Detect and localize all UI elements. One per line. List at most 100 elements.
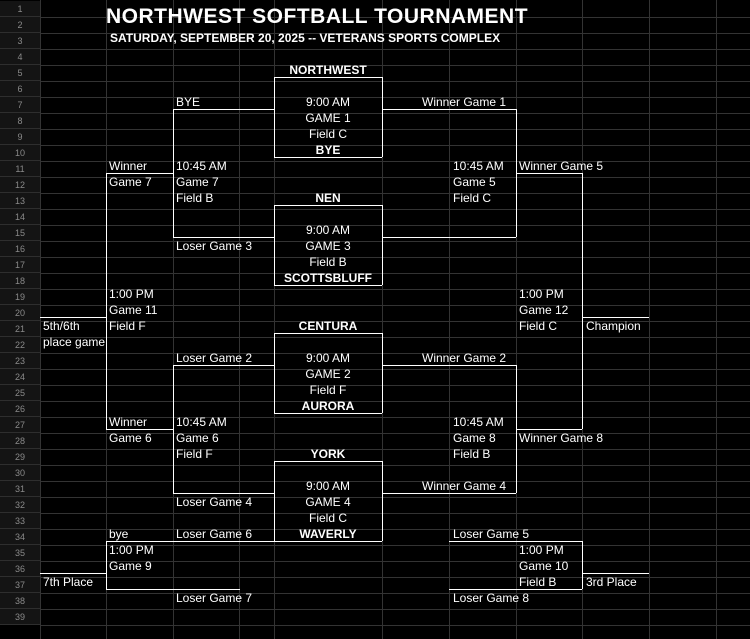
- row-number[interactable]: 37: [0, 577, 40, 593]
- row-number[interactable]: 10: [0, 145, 40, 161]
- team-bye[interactable]: BYE: [315, 143, 341, 157]
- row-number[interactable]: 17: [0, 257, 40, 273]
- game-4-field[interactable]: Field C: [308, 511, 347, 525]
- row-number[interactable]: 15: [0, 225, 40, 241]
- loser-game-8-label[interactable]: Loser Game 8: [453, 591, 530, 605]
- winner-game-8-label[interactable]: Winner Game 8: [519, 431, 604, 445]
- fifth-sixth-label[interactable]: 5th/6th: [43, 319, 80, 333]
- bye-lower-label[interactable]: bye: [109, 527, 129, 541]
- row-number[interactable]: 36: [0, 561, 40, 577]
- loser-game-6-label[interactable]: Loser Game 6: [176, 527, 253, 541]
- loser-game-5-label[interactable]: Loser Game 5: [453, 527, 530, 541]
- row-number[interactable]: 19: [0, 289, 40, 305]
- game-6-name[interactable]: Game 6: [176, 431, 219, 445]
- loser-game-7-label[interactable]: Loser Game 7: [176, 591, 253, 605]
- game-2-name[interactable]: GAME 2: [305, 367, 351, 381]
- row-number[interactable]: 5: [0, 65, 40, 81]
- row-number[interactable]: 27: [0, 417, 40, 433]
- game-2-field[interactable]: Field F: [309, 383, 347, 397]
- game-3-field[interactable]: Field B: [309, 255, 347, 269]
- row-number[interactable]: 14: [0, 209, 40, 225]
- game-3-name[interactable]: GAME 3: [305, 239, 351, 253]
- team-centura[interactable]: CENTURA: [298, 319, 358, 333]
- game-4-time[interactable]: 9:00 AM: [305, 479, 351, 493]
- row-number[interactable]: 26: [0, 401, 40, 417]
- winner-game-7-label-line2[interactable]: Game 7: [109, 175, 152, 189]
- row-number[interactable]: 23: [0, 353, 40, 369]
- row-number[interactable]: 16: [0, 241, 40, 257]
- row-number[interactable]: 13: [0, 193, 40, 209]
- game-10-name[interactable]: Game 10: [519, 559, 569, 573]
- row-number[interactable]: 30: [0, 465, 40, 481]
- row-number[interactable]: 7: [0, 97, 40, 113]
- winner-game-5-label[interactable]: Winner Game 5: [519, 159, 604, 173]
- row-number[interactable]: 25: [0, 385, 40, 401]
- game-6-field[interactable]: Field F: [176, 447, 213, 461]
- row-number[interactable]: 29: [0, 449, 40, 465]
- game-3-time[interactable]: 9:00 AM: [305, 223, 351, 237]
- row-number[interactable]: 8: [0, 113, 40, 129]
- game-9-time[interactable]: 1:00 PM: [109, 543, 154, 557]
- winner-game-7-label-line1[interactable]: Winner: [109, 159, 148, 173]
- winner-game-2-label[interactable]: Winner Game 2: [422, 351, 507, 365]
- row-number[interactable]: 3: [0, 33, 40, 49]
- loser-game-4-label[interactable]: Loser Game 4: [176, 495, 253, 509]
- seventh-place-label[interactable]: 7th Place: [43, 575, 94, 589]
- row-number[interactable]: 35: [0, 545, 40, 561]
- team-waverly[interactable]: WAVERLY: [299, 527, 357, 541]
- game-11-name[interactable]: Game 11: [109, 303, 158, 317]
- row-number[interactable]: 18: [0, 273, 40, 289]
- row-number[interactable]: 21: [0, 321, 40, 337]
- game-7-name[interactable]: Game 7: [176, 175, 219, 189]
- row-number[interactable]: 38: [0, 593, 40, 609]
- row-number[interactable]: 9: [0, 129, 40, 145]
- row-number[interactable]: 28: [0, 433, 40, 449]
- champion-label[interactable]: Champion: [586, 319, 641, 333]
- game-5-name[interactable]: Game 5: [453, 175, 496, 189]
- row-number[interactable]: 20: [0, 305, 40, 321]
- game-12-name[interactable]: Game 12: [519, 303, 569, 317]
- row-number[interactable]: 22: [0, 337, 40, 353]
- row-number[interactable]: 31: [0, 481, 40, 497]
- winner-game-6-label-line2[interactable]: Game 6: [109, 431, 152, 445]
- game-12-time[interactable]: 1:00 PM: [519, 287, 564, 301]
- winner-game-4-label[interactable]: Winner Game 4: [422, 479, 507, 493]
- row-number[interactable]: 1: [0, 1, 40, 17]
- row-number[interactable]: 34: [0, 529, 40, 545]
- game-9-name[interactable]: Game 9: [109, 559, 152, 573]
- team-northwest[interactable]: NORTHWEST: [289, 63, 367, 77]
- row-number[interactable]: 32: [0, 497, 40, 513]
- game-2-time[interactable]: 9:00 AM: [305, 351, 351, 365]
- game-8-field[interactable]: Field B: [453, 447, 491, 461]
- team-aurora[interactable]: AURORA: [301, 399, 355, 413]
- game-4-name[interactable]: GAME 4: [305, 495, 351, 509]
- bye-label[interactable]: BYE: [176, 95, 201, 109]
- game-7-field[interactable]: Field B: [176, 191, 214, 205]
- game-11-field[interactable]: Field F: [109, 319, 146, 333]
- row-number[interactable]: 2: [0, 17, 40, 33]
- row-number[interactable]: 33: [0, 513, 40, 529]
- row-number[interactable]: 11: [0, 161, 40, 177]
- loser-game-2-label[interactable]: Loser Game 2: [176, 351, 253, 365]
- winner-game-6-label-line1[interactable]: Winner: [109, 415, 148, 429]
- game-6-time[interactable]: 10:45 AM: [176, 415, 227, 429]
- row-number[interactable]: 6: [0, 81, 40, 97]
- loser-game-3-label[interactable]: Loser Game 3: [176, 239, 253, 253]
- game-1-name[interactable]: GAME 1: [305, 111, 351, 125]
- game-10-field[interactable]: Field B: [519, 575, 557, 589]
- game-10-time[interactable]: 1:00 PM: [519, 543, 564, 557]
- place-game-label[interactable]: place game: [43, 335, 106, 349]
- third-place-label[interactable]: 3rd Place: [586, 575, 637, 589]
- winner-game-1-label[interactable]: Winner Game 1: [422, 95, 507, 109]
- game-11-time[interactable]: 1:00 PM: [109, 287, 154, 301]
- team-nen[interactable]: NEN: [315, 191, 341, 205]
- game-12-field[interactable]: Field C: [519, 319, 558, 333]
- row-number[interactable]: 12: [0, 177, 40, 193]
- row-number[interactable]: 39: [0, 609, 40, 625]
- game-5-time[interactable]: 10:45 AM: [453, 159, 504, 173]
- game-7-time[interactable]: 10:45 AM: [176, 159, 227, 173]
- row-number[interactable]: 24: [0, 369, 40, 385]
- team-scottsbluff[interactable]: SCOTTSBLUFF: [284, 271, 372, 285]
- game-8-name[interactable]: Game 8: [453, 431, 496, 445]
- game-5-field[interactable]: Field C: [453, 191, 492, 205]
